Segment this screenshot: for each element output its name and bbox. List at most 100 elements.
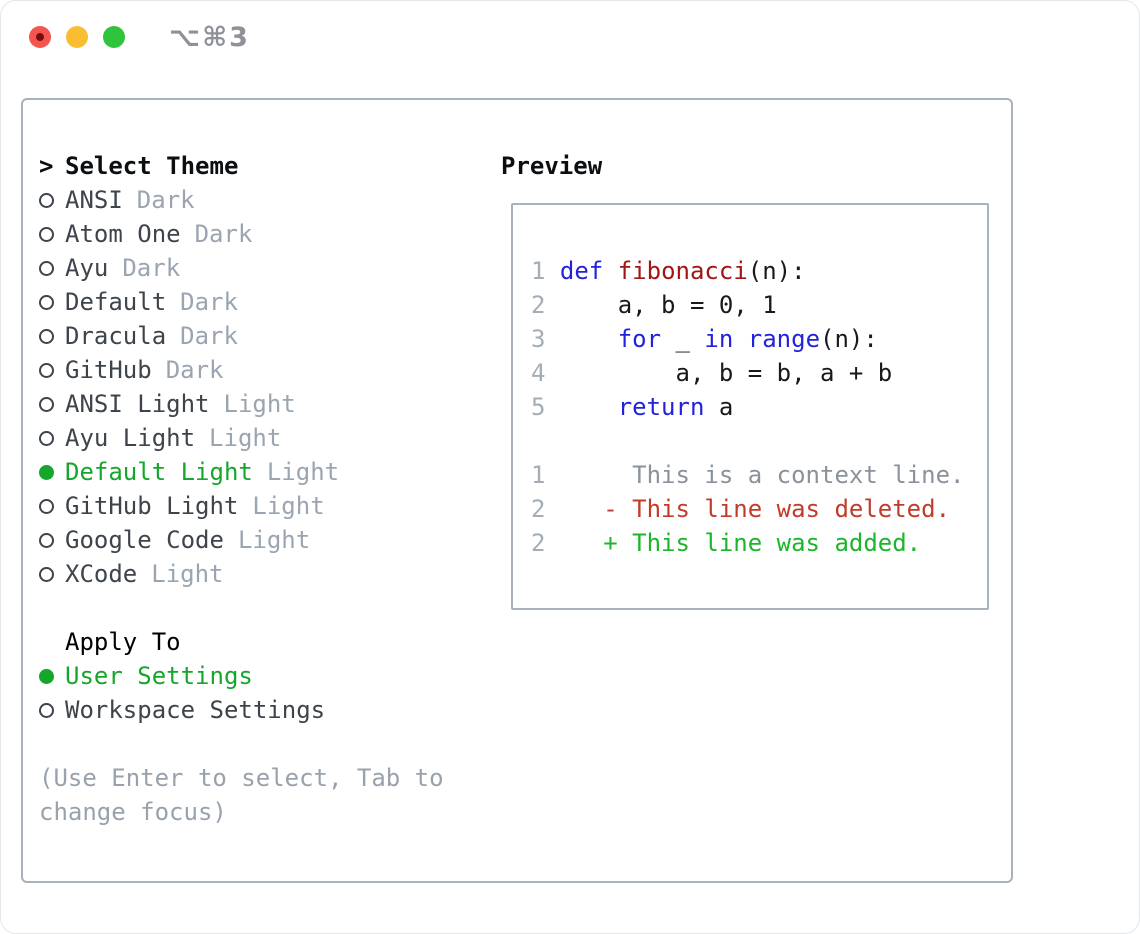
line-number: 3 [531, 325, 546, 353]
code-line: 1 def fibonacci(n): [531, 254, 987, 288]
radio-unselected-icon [39, 362, 65, 378]
code-token: This is a context line. [545, 461, 965, 489]
theme-option-variant: Light [237, 526, 311, 554]
theme-option-variant: Light [252, 492, 325, 520]
radio-unselected-icon [39, 192, 65, 208]
code-line: 5 return a [531, 390, 987, 424]
radio-unselected-icon [39, 498, 65, 514]
spacer [39, 591, 501, 625]
diff-sample: 1 This is a context line.2 - This line w… [531, 458, 987, 560]
code-line: 4 a, b = b, a + b [531, 356, 987, 390]
diff-line: 2 - This line was deleted. [531, 492, 987, 526]
line-number: 2 [531, 529, 546, 557]
theme-option-name: Google Code [65, 526, 224, 554]
code-token: + This line was added. [545, 529, 922, 557]
code-line: 3 for _ in range(n): [531, 322, 987, 356]
zoom-button-icon[interactable] [103, 26, 125, 48]
theme-option-variant: Dark [122, 254, 181, 282]
theme-option[interactable]: ANSI Dark [39, 183, 501, 217]
radio-unselected-icon [39, 532, 65, 548]
traffic-lights [29, 26, 125, 48]
theme-option-variant: Dark [180, 322, 238, 350]
code-token: for [617, 325, 662, 353]
theme-option[interactable]: Google Code Light [39, 523, 501, 557]
theme-option-name: XCode [65, 560, 138, 588]
radio-unselected-icon [39, 226, 65, 242]
spacer [531, 424, 987, 458]
code-token: range [747, 325, 821, 353]
radio-unselected-icon [39, 294, 65, 310]
theme-option-variant: Light [209, 424, 282, 452]
theme-option[interactable]: Dracula Dark [39, 319, 501, 353]
code-token [545, 257, 559, 285]
theme-option-name: Ayu Light [65, 424, 196, 452]
code-token: - This line was deleted. [545, 495, 951, 523]
theme-option-name: GitHub [65, 356, 152, 384]
theme-option[interactable]: Ayu Light Light [39, 421, 501, 455]
select-theme-header: > Select Theme [39, 149, 501, 183]
code-token: (n): [820, 325, 878, 353]
radio-unselected-icon [39, 430, 65, 446]
theme-option-name: ANSI Light [65, 390, 210, 418]
diff-line: 1 This is a context line. [531, 458, 987, 492]
preview-column: Preview 1 def fibonacci(n):2 a, b = 0, 1… [501, 100, 1011, 610]
code-token: return [617, 393, 705, 421]
caret-icon: > [39, 152, 54, 180]
window-title: ⌥⌘3 [169, 22, 250, 53]
code-token: (n): [747, 257, 806, 285]
theme-option[interactable]: ANSI Light Light [39, 387, 501, 421]
code-token: in [704, 325, 734, 353]
keyboard-hint: (Use Enter to select, Tab to change focu… [39, 764, 444, 826]
code-token: def [559, 257, 604, 285]
theme-option[interactable]: XCode Light [39, 557, 501, 591]
diff-line: 2 + This line was added. [531, 526, 987, 560]
code-token: a, b = 0, 1 [545, 291, 777, 319]
theme-option-variant: Dark [136, 186, 195, 214]
radio-unselected-icon [39, 396, 65, 412]
theme-option-variant: Light [266, 458, 340, 486]
radio-unselected-icon [39, 702, 65, 718]
radio-unselected-icon [39, 328, 65, 344]
line-number: 1 [531, 461, 546, 489]
code-token [545, 325, 617, 353]
close-button-icon[interactable] [29, 26, 51, 48]
line-number: 1 [531, 257, 546, 285]
theme-option-name: Dracula [65, 322, 167, 350]
theme-option-name: ANSI [65, 186, 123, 214]
apply-option-label: User Settings [65, 662, 253, 690]
apply-option-label: Workspace Settings [65, 696, 326, 724]
minimize-button-icon[interactable] [66, 26, 88, 48]
code-token: fibonacci [617, 257, 748, 285]
code-token [733, 325, 747, 353]
radio-selected-icon [39, 464, 65, 480]
preview-title: Preview [501, 152, 603, 180]
code-token: a [704, 393, 734, 421]
title-bar: ⌥⌘3 [1, 1, 1139, 73]
apply-option[interactable]: User Settings [39, 659, 501, 693]
apply-option[interactable]: Workspace Settings [39, 693, 501, 727]
line-number: 2 [531, 495, 546, 523]
code-line: 2 a, b = 0, 1 [531, 288, 987, 322]
theme-option-variant: Light [223, 390, 296, 418]
theme-option-name: Default [65, 288, 167, 316]
apply-to-title: Apply To [65, 628, 181, 656]
code-token [603, 257, 617, 285]
code-token: _ [661, 325, 705, 353]
code-token: a, b = b, a + b [545, 359, 893, 387]
theme-option-name: Atom One [65, 220, 181, 248]
line-number: 4 [531, 359, 546, 387]
apply-to-header: Apply To [39, 625, 501, 659]
radio-unselected-icon [39, 260, 65, 276]
theme-option-variant: Dark [194, 220, 253, 248]
theme-option-variant: Light [151, 560, 224, 588]
theme-option[interactable]: Atom One Dark [39, 217, 501, 251]
